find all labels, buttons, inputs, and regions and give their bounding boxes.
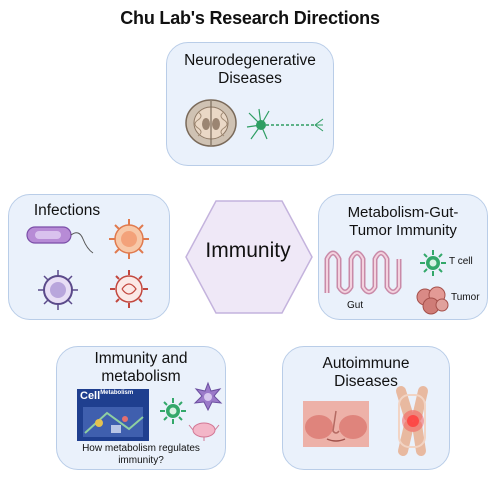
macrophage-icon bbox=[193, 381, 223, 412]
card-neurodegenerative: Neurodegenerative Diseases bbox=[166, 42, 334, 166]
card-metabolism-gut-tumor: Metabolism-Gut- Tumor Immunity T cell Gu… bbox=[318, 194, 488, 320]
immunity-hexagon bbox=[185, 200, 313, 314]
rash-face-photo bbox=[303, 401, 369, 447]
tcell-icon bbox=[420, 250, 446, 276]
tumor-icon bbox=[416, 286, 449, 315]
tumor-label: Tumor bbox=[451, 292, 480, 303]
gut-label: Gut bbox=[347, 300, 364, 311]
tcell-label: T cell bbox=[449, 256, 473, 267]
dendritic-cell-icon bbox=[188, 422, 220, 441]
immunity-label: Immunity bbox=[205, 239, 291, 262]
card-infections-title: Infections bbox=[33, 202, 101, 219]
journal-cover: CellMetabolism bbox=[77, 389, 149, 441]
brain-icon bbox=[185, 99, 237, 147]
card-metabolism-gut-tumor-title: Metabolism-Gut- Tumor Immunity bbox=[347, 204, 459, 239]
virus-purple-icon bbox=[38, 270, 78, 310]
rash-face-art bbox=[303, 401, 369, 447]
knee-joint-icon bbox=[396, 386, 428, 456]
tcell-icon-2 bbox=[160, 398, 186, 424]
neuron-icon bbox=[246, 108, 324, 140]
bacterium-icon bbox=[26, 226, 94, 254]
immunity-metabolism-caption: How metabolism regulates immunity? bbox=[82, 443, 200, 466]
journal-cover-art bbox=[83, 407, 144, 437]
card-immunity-metabolism-title: Immunity and metabolism bbox=[94, 350, 188, 385]
virus-red-icon bbox=[110, 270, 148, 308]
card-autoimmune-title: Autoimmune Diseases bbox=[322, 355, 410, 390]
card-neurodegenerative-title: Neurodegenerative Diseases bbox=[184, 52, 316, 87]
card-immunity-metabolism: Immunity and metabolism CellMetabolism H… bbox=[56, 346, 226, 470]
card-infections: Infections bbox=[8, 194, 170, 320]
gut-villi-icon bbox=[324, 250, 402, 295]
virus-orange-icon bbox=[109, 219, 149, 259]
figure-title: Chu Lab's Research Directions bbox=[120, 8, 380, 28]
card-autoimmune: Autoimmune Diseases bbox=[282, 346, 450, 470]
